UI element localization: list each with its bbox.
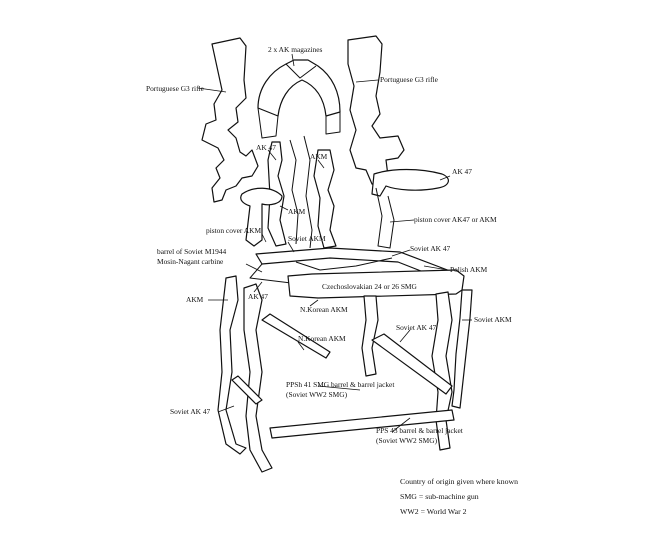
chair-drawing [201, 35, 473, 473]
rear-left-leg [217, 275, 247, 455]
label-pps-2: (Soviet WW2 SMG) [376, 436, 438, 445]
legend-ww2: WW2 = World War 2 [400, 507, 467, 516]
label-polish-akm: Polish AKM [450, 265, 488, 274]
left-diagonal-brace [261, 313, 331, 359]
label-piston-left: piston cover AKM [206, 226, 261, 235]
label-ak-magazines: 2 x AK magazines [268, 45, 323, 54]
pps-brace [269, 409, 455, 439]
leader-lines [197, 53, 472, 433]
label-ppsh-2: (Soviet WW2 SMG) [286, 390, 348, 399]
right-armrest [371, 168, 449, 197]
label-soviet-akm-right: Soviet AKM [474, 315, 512, 324]
left-g3-rifle [201, 37, 259, 203]
mid-leg [361, 295, 379, 377]
label-ak47-armrest: AK 47 [452, 167, 472, 176]
label-soviet-ak47-low: Soviet AK 47 [170, 407, 211, 416]
left-armrest [240, 187, 283, 247]
backrest-akm [313, 149, 337, 249]
label-g3-left: Portuguese G3 rifle [146, 84, 205, 93]
label-pps-1: PPS 43 barrel & barrel jacket [376, 426, 464, 435]
legend: Country of origin given where known SMG … [400, 477, 518, 516]
ak-magazines [257, 59, 341, 117]
label-akm-upper: AKM [310, 152, 328, 161]
label-ppsh-1: PPSh 41 SMG barrel & barrel jacket [286, 380, 395, 389]
label-nkorean-akm-1: N.Korean AKM [300, 305, 348, 314]
label-ak47-upper: AK 47 [256, 143, 276, 152]
rear-right-leg [451, 289, 473, 409]
label-soviet-ak47-seat: Soviet AK 47 [410, 244, 451, 253]
label-ak47-front: AK 47 [248, 292, 268, 301]
label-soviet-ak47-mid: Soviet AK 47 [396, 323, 437, 332]
label-soviet-akm-seat: Soviet AKM [288, 234, 326, 243]
label-mosin-2: Mosin-Nagant carbine [157, 257, 224, 266]
label-nkorean-akm-2: N.Korean AKM [298, 334, 346, 343]
callout-labels: 2 x AK magazines Portuguese G3 rifle Por… [146, 45, 512, 445]
label-akm-left-leg: AKM [186, 295, 204, 304]
front-left-leg [243, 283, 273, 473]
label-akm-mid: AKM [288, 207, 306, 216]
label-piston-right: piston cover AK47 or AKM [414, 215, 497, 224]
legend-smg: SMG = sub-machine gun [400, 492, 479, 501]
right-g3-rifle [347, 35, 405, 187]
label-mosin-1: barrel of Soviet M1944 [157, 247, 226, 256]
ppsh-brace [371, 333, 453, 395]
low-left-brace [231, 375, 263, 405]
label-czech-smg: Czechoslovakian 24 or 26 SMG [322, 282, 417, 291]
legend-title: Country of origin given where known [400, 477, 518, 486]
label-g3-right: Portuguese G3 rifle [380, 75, 439, 84]
